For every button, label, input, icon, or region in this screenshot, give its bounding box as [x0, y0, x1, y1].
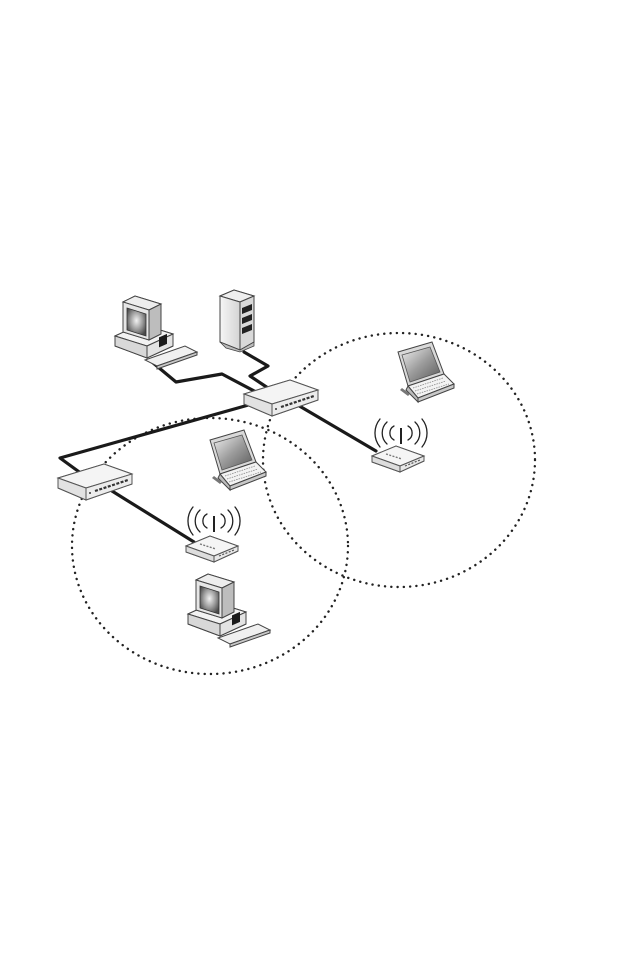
laptop-icon: [210, 430, 266, 490]
network-switch-icon: [58, 464, 132, 500]
laptop-icon: [398, 342, 454, 402]
cable-server-to-hub: [244, 352, 268, 388]
desktop-computer-icon: [115, 296, 197, 369]
cable-hub-to-access-point-left: [112, 491, 194, 542]
wireless-access-point-icon: [186, 536, 238, 562]
cable-hub-to-access-point-right: [296, 404, 376, 451]
desktop-computer-icon: [188, 574, 270, 647]
cable-desktop-to-hub: [152, 362, 256, 392]
wireless-access-point-icon: [372, 446, 424, 472]
radio-waves-icon: [375, 419, 427, 447]
server-tower-icon: [220, 290, 254, 352]
radio-waves-icon: [188, 507, 240, 535]
